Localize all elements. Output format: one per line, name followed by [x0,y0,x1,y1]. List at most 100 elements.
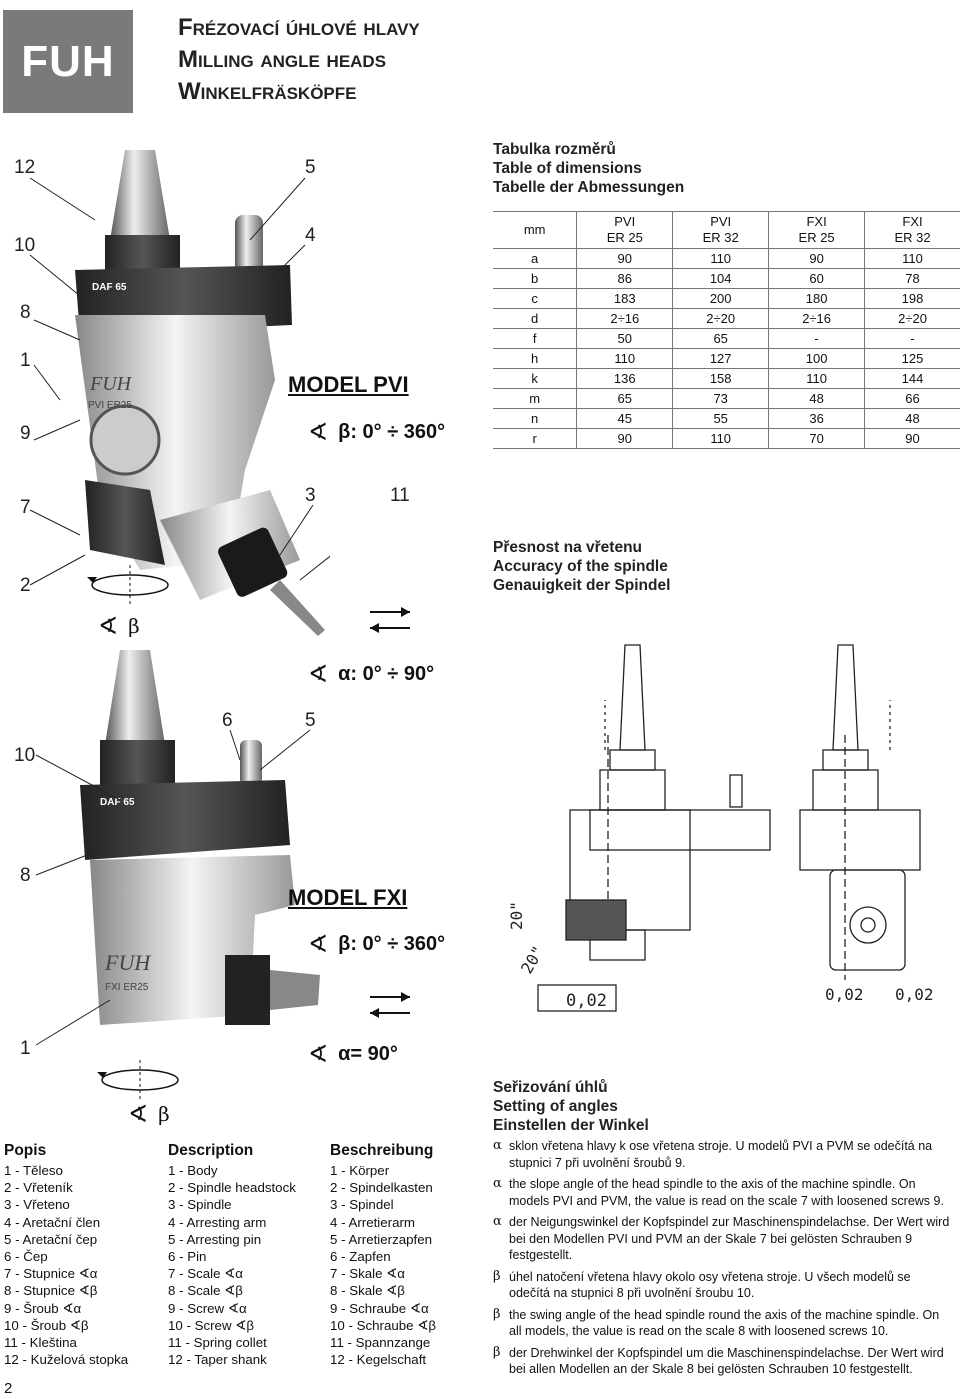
fxi-beta-range: ∢β: 0° ÷ 360° [308,930,446,958]
callout-5: 5 [305,157,316,178]
angle-icon: ∢ [308,418,329,446]
legend-item: 1 - Body [168,1163,218,1178]
fxi-beta-symbol: ∢β [128,1100,170,1128]
angle-20-b: 20" [517,942,548,977]
callout-7: 7 [20,497,31,518]
fxi-fuh-label: FUH [104,950,151,975]
legend-item: 3 - Spindel [330,1197,394,1213]
legend-item: 10 - Schraube ∢β [330,1317,437,1333]
title-de: Winkelfräsköpfe [178,78,357,105]
legend-de: Beschreibung 1 - Körper 2 - Spindelkaste… [330,1141,480,1368]
legend-item: 1 - Körper [330,1163,390,1178]
feed-direction-icon [370,607,410,633]
model-pvi-label: MODEL PVI [288,372,409,397]
legend-item: 9 - Screw ∢α [168,1300,247,1316]
fxi-leader-lines [35,729,311,1046]
pvi-leader-lines [29,177,330,586]
angle-icon: ∢ [308,1040,329,1068]
title-en: Milling angle heads [178,46,387,73]
legend-item: 2 - Vřeteník [4,1180,73,1196]
angle-icon: ∢ [98,612,119,640]
tolerance-3: 0,02 [895,985,934,1004]
legend-item: 6 - Zapfen [330,1249,391,1265]
legend-item: 2 - Spindle headstock [168,1180,296,1196]
legend-item: 6 - Čep [4,1249,48,1265]
legend-item: 7 - Scale ∢α [168,1266,243,1282]
legend-en: Description 1 - Body 2 - Spindle headsto… [168,1141,328,1368]
pvi-alpha-range: ∢α: 0° ÷ 90° [308,660,435,688]
setting-heading: Seřizování úhlů Setting of angles Einste… [493,1079,649,1134]
callout-8: 8 [20,302,31,323]
callout-9: 9 [20,423,31,444]
beta-rotation-arrow [87,565,169,605]
page-number: 2 [4,1380,13,1397]
pvi-model-label: PVI ER25 [88,400,132,411]
callout-11: 11 [390,485,410,506]
feed-direction-icon-2 [370,992,410,1018]
title-cz: Frézovací úhlové hlavy [178,14,420,41]
legend-item: 5 - Aretační čep [4,1231,98,1247]
legend-item: 2 - Spindelkasten [330,1180,433,1196]
legend-item: 7 - Skale ∢α [330,1266,405,1282]
legend-item: 10 - Šroub ∢β [4,1317,89,1333]
pvi-head-photo: DAF 65 FUH PVI ER25 [75,150,325,636]
fxi-callout-1: 1 [20,1038,31,1059]
pvi-beta-symbol: ∢β [98,612,140,640]
model-fxi-label: MODEL FXI [288,885,408,910]
tolerance-2: 0,02 [825,985,864,1004]
callout-1: 1 [20,350,31,371]
brand-logo: FUH [3,10,133,113]
legend-item: 12 - Kuželová stopka [4,1352,129,1368]
fxi-head-photo: DAF 65 FUH FXI ER25 [80,650,320,1025]
legend-item: 7 - Stupnice ∢α [4,1266,98,1282]
pvi-daf-label: DAF 65 [92,282,127,293]
legend-item: 8 - Scale ∢β [168,1283,243,1299]
legend-item: 8 - Skale ∢β [330,1283,405,1299]
angle-icon: ∢ [308,660,329,688]
legend-item: 11 - Spring collet [168,1335,267,1351]
legend-item: 4 - Arretierarm [330,1214,415,1230]
legend-cz: Popis 1 - Těleso 2 - Vřeteník 3 - Vřeten… [4,1141,164,1368]
unit-cell: mm [493,211,578,249]
fxi-alpha-value: ∢α= 90° [308,1040,398,1068]
legend-item: 3 - Spindle [168,1197,232,1213]
pvi-beta-range: ∢β: 0° ÷ 360° [308,418,446,446]
fxi-beta-rotation-arrow [97,1060,179,1100]
pvi-fuh-label: FUH [89,373,133,395]
callout-4: 4 [305,225,316,246]
legend-item: 6 - Pin [168,1249,207,1265]
callout-10: 10 [14,235,36,256]
callout-2: 2 [20,575,31,596]
fxi-daf-label: DAF 65 [100,797,135,808]
fxi-model-label: FXI ER25 [105,982,149,993]
legend-item: 3 - Vřeteno [4,1197,70,1213]
fxi-callout-5: 5 [305,710,316,731]
legend-item: 8 - Stupnice ∢β [4,1283,98,1299]
tolerance-1: 0,02 [566,991,607,1011]
angle-20-a: 20" [507,901,526,930]
legend-item: 11 - Kleština [4,1335,77,1351]
fxi-callout-6: 6 [222,710,233,731]
